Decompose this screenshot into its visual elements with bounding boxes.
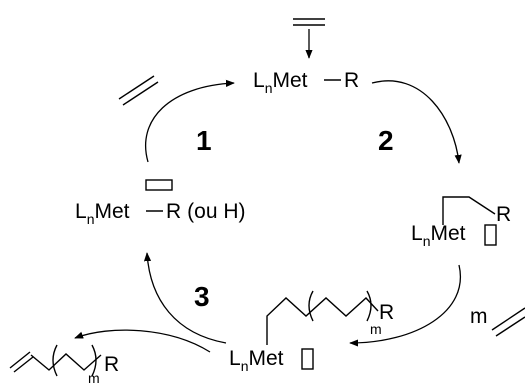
svg-text:R(ou H): R(ou H) <box>166 200 246 223</box>
svg-text:R: R <box>379 301 394 324</box>
ethylene-left <box>118 75 159 106</box>
step-3-label: 3 <box>194 281 210 312</box>
arrow-step-2 <box>371 80 462 164</box>
svg-text:LnMet: LnMet <box>253 69 308 96</box>
step-2-label: 2 <box>378 125 394 156</box>
species-bottom: m R LnMet <box>229 290 394 374</box>
svg-text:R: R <box>344 69 359 92</box>
m-ethylene: m <box>470 305 525 337</box>
vacant-site-box-right <box>484 224 497 246</box>
svg-text:LnMet: LnMet <box>75 200 130 227</box>
step-1-label: 1 <box>196 125 212 156</box>
vacant-site-box-bottom <box>301 348 314 370</box>
svg-text:m: m <box>88 370 100 385</box>
arrow-step-1 <box>145 79 235 163</box>
species-left: LnMet R(ou H) <box>75 179 246 227</box>
arrow-step-3 <box>143 252 227 344</box>
arrow-product-release <box>74 329 211 353</box>
svg-text:LnMet: LnMet <box>229 347 284 374</box>
olefin-product: m R <box>9 344 119 385</box>
species-right: R LnMet <box>411 196 511 249</box>
svg-text:R: R <box>496 203 511 226</box>
svg-text:m: m <box>370 321 382 337</box>
vacant-site-box-left <box>145 179 173 191</box>
arrow-to-bottom <box>349 264 462 347</box>
svg-text:R: R <box>104 353 119 376</box>
svg-text:LnMet: LnMet <box>411 222 466 249</box>
ethylene-top <box>293 18 325 26</box>
svg-text:m: m <box>470 305 488 328</box>
species-top: LnMet R <box>253 69 359 96</box>
